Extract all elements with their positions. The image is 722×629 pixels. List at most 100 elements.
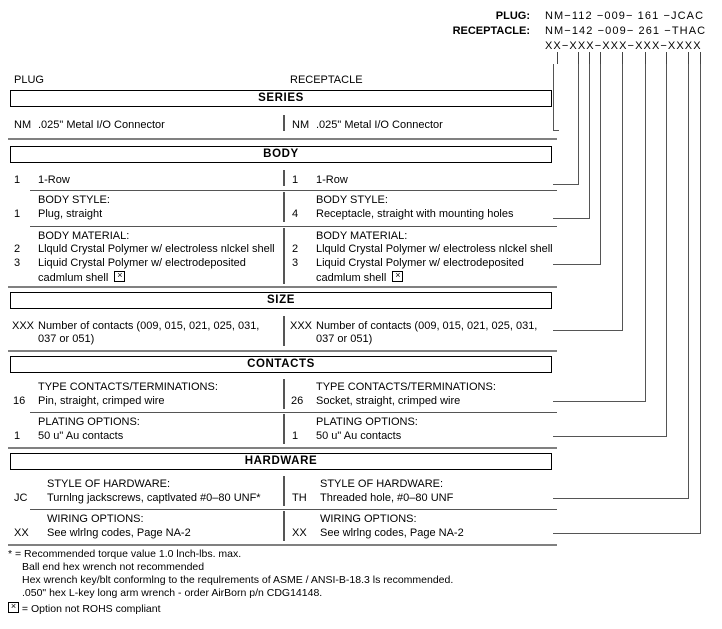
receptacle-part-number: NM−142 −009− 261 −THAC — [545, 25, 707, 37]
tick-wiring — [700, 52, 701, 64]
wiring-right-text: See wlrlng codes, Page NA-2 — [320, 527, 464, 539]
connector-contact-type — [553, 64, 646, 402]
size-right-text: Number of contacts (009, 015, 021, 025, … — [316, 320, 538, 332]
footnote-line-4: .050" hex L-key long arm wrench - order … — [22, 587, 323, 599]
column-divider — [283, 379, 285, 409]
column-divider — [283, 192, 285, 222]
series-right-text: .025" Metal I/O Connector — [316, 119, 443, 131]
section-banner-series: SERIES — [10, 90, 552, 107]
section-rule — [8, 350, 557, 352]
section-rule — [8, 286, 557, 288]
column-header-receptacle: RECEPTACLE — [290, 74, 363, 86]
plating-caption-left: PLATING OPTIONS: — [38, 416, 140, 428]
connector-size — [553, 64, 623, 331]
body-style-right-text: Receptacle, straight with mounting holes — [316, 208, 514, 220]
body-row-left-code: 1 — [14, 174, 21, 186]
wiring-left-text: See wlrlng codes, Page NA-2 — [47, 527, 191, 539]
wiring-left-code: XX — [14, 527, 29, 539]
body-material-right-code-3: 3 — [292, 257, 299, 269]
series-right-code: NM — [292, 119, 310, 131]
body-material-left-code-3: 3 — [14, 257, 21, 269]
column-header-plug: PLUG — [14, 74, 44, 86]
series-left-text: .025" Metal I/O Connector — [38, 119, 165, 131]
connector-series — [553, 64, 559, 131]
body-material-right-text-2: Llquld Crystal Polymer w/ electroless nl… — [316, 243, 553, 255]
size-right-text-2: 037 or 051) — [316, 333, 373, 345]
footnote-line-2: Ball end hex wrench not recommended — [22, 561, 205, 573]
hardware-style-right-code: TH — [292, 492, 307, 504]
body-material-right-code-2: 2 — [292, 243, 299, 255]
connector-body-style — [553, 64, 590, 219]
body-material-caption-right: BODY MATERIAL: — [316, 230, 408, 242]
connector-wiring — [553, 64, 701, 534]
size-left-text-2: 037 or 051) — [38, 333, 95, 345]
tick-hardware-style — [688, 52, 689, 64]
tick-body-style — [589, 52, 590, 64]
body-row-left-text: 1-Row — [38, 174, 70, 186]
body-style-right-code: 4 — [292, 208, 299, 220]
tick-plating — [666, 52, 667, 64]
connector-body-material — [553, 64, 601, 265]
row-rule — [30, 226, 557, 227]
plating-left-text: 50 u" Au contacts — [38, 430, 124, 442]
wiring-caption-right: WIRING OPTIONS: — [320, 513, 417, 525]
part-number-tick-marks — [0, 52, 722, 66]
body-style-left-code: 1 — [14, 208, 21, 220]
hardware-style-right-text: Threaded hole, #0–80 UNF — [320, 492, 454, 504]
not-rohs-icon — [114, 271, 126, 282]
tick-contact-type — [645, 52, 646, 64]
contact-type-left-code: 16 — [13, 395, 26, 407]
column-divider — [283, 115, 285, 131]
column-divider — [283, 228, 285, 284]
body-material-right-text-3: Liquid Crystal Polymer w/ electrodeposit… — [316, 257, 524, 269]
section-banner-hardware: HARDWARE — [10, 453, 552, 470]
section-rule — [8, 138, 557, 140]
hardware-style-left-text: Turnlng jackscrews, captlvated #0–80 UNF… — [47, 492, 261, 504]
row-rule — [30, 509, 557, 510]
plug-part-number: NM−112 −009− 161 −JCAC — [545, 10, 705, 22]
series-left-code: NM — [14, 119, 32, 131]
section-rule — [8, 544, 557, 546]
body-style-left-text: Plug, straight — [38, 208, 103, 220]
body-material-left-text-3: Liquid Crystal Polymer w/ electrodeposit… — [38, 257, 246, 269]
tick-series — [557, 52, 558, 64]
not-rohs-icon — [392, 271, 404, 282]
body-material-left-text-3b: cadmlum shell — [38, 270, 126, 286]
tick-body-material — [600, 52, 601, 64]
tick-body-row — [578, 52, 579, 64]
plating-right-code: 1 — [292, 430, 299, 442]
body-style-caption-left: BODY STYLE: — [38, 194, 110, 206]
body-row-right-code: 1 — [292, 174, 299, 186]
section-banner-body: BODY — [10, 146, 552, 163]
part-number-mask: XX−XXX−XXX−XXX−XXXX — [545, 40, 702, 52]
connector-plating — [553, 64, 667, 437]
tick-size — [622, 52, 623, 64]
column-divider — [283, 170, 285, 186]
footnote-line-3: Hex wrench key/blt conformlng to the req… — [22, 574, 454, 586]
section-banner-size: SIZE — [10, 292, 552, 309]
footnote-line-1: * = Recommended torque value 1.0 lnch-lb… — [8, 548, 242, 560]
plating-left-code: 1 — [14, 430, 21, 442]
column-divider — [283, 414, 285, 444]
body-material-left-code-2: 2 — [14, 243, 21, 255]
hardware-style-caption-right: STYLE OF HARDWARE: — [320, 478, 444, 490]
size-right-code: XXX — [290, 320, 313, 332]
plating-caption-right: PLATING OPTIONS: — [316, 416, 418, 428]
body-material-left-text-2: Llquld Crystal Polymer w/ electroless nl… — [38, 243, 275, 255]
plug-label: PLUG: — [495, 10, 530, 22]
footnote-rohs: = Option not ROHS compliant — [8, 601, 161, 617]
hardware-style-left-code: JC — [14, 492, 28, 504]
contact-type-caption-right: TYPE CONTACTS/TERMINATIONS: — [316, 381, 496, 393]
section-rule — [8, 447, 557, 449]
body-style-caption-right: BODY STYLE: — [316, 194, 388, 206]
body-material-right-text-3b: cadmlum shell — [316, 270, 404, 286]
connector-hardware-style — [553, 64, 689, 499]
body-row-right-text: 1-Row — [316, 174, 348, 186]
section-banner-contacts: CONTACTS — [10, 356, 552, 373]
size-left-code: XXX — [12, 320, 35, 332]
plating-right-text: 50 u" Au contacts — [316, 430, 402, 442]
column-divider — [283, 476, 285, 506]
not-rohs-icon — [8, 602, 19, 613]
body-material-caption-left: BODY MATERIAL: — [38, 230, 130, 242]
contact-type-left-text: Pin, straight, crimped wire — [38, 395, 165, 407]
